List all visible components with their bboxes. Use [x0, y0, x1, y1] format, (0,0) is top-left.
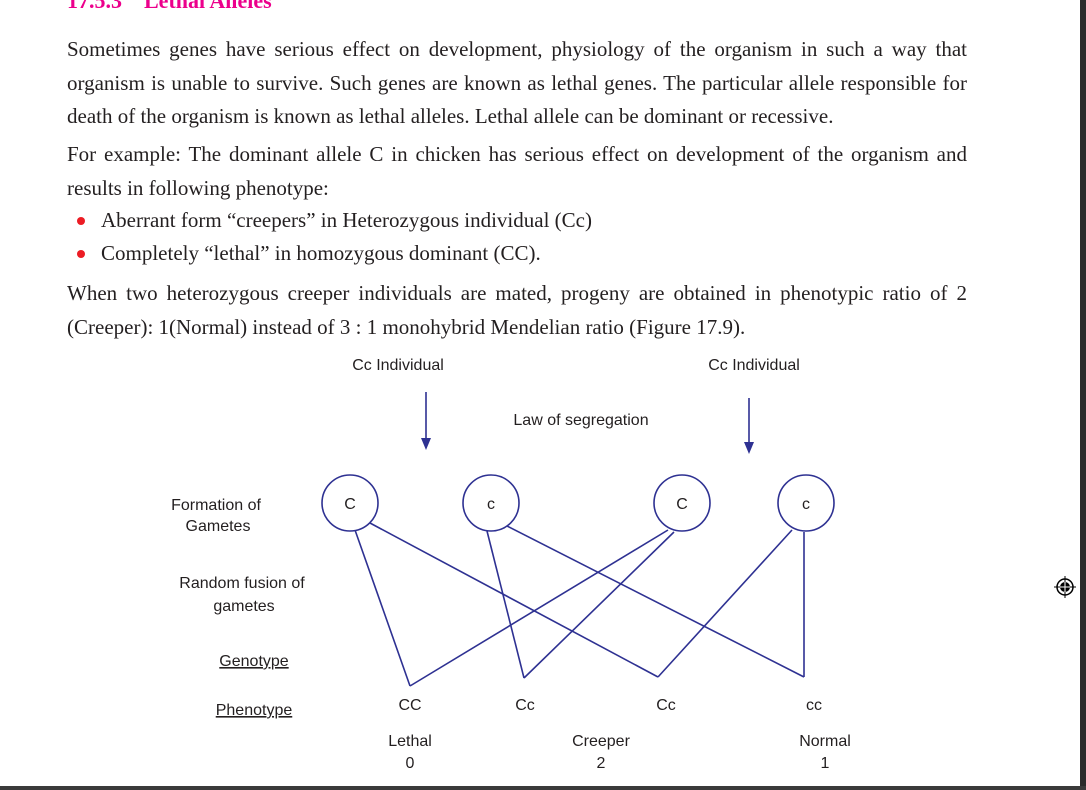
gamete-label: C [676, 496, 688, 513]
law-label: Law of segregation [513, 412, 648, 429]
gamete-circle [653, 474, 711, 532]
bullet-item: Completely “lethal” in homozygous domina… [75, 237, 592, 270]
phenotype-count: 1 [821, 755, 830, 772]
gamete-label: C [344, 496, 356, 513]
paragraph-intro: Sometimes genes have serious effect on d… [67, 37, 967, 128]
section-heading: 17.5.3 Lethal Alleles [67, 0, 272, 13]
fusion-line [409, 529, 669, 687]
row-label-fusion: gametes [213, 598, 274, 615]
row-label-gametes: Gametes [186, 518, 251, 535]
crosshair-target-icon [1054, 576, 1076, 598]
parent-right-label: Cc Individual [708, 357, 800, 374]
row-label-gametes: Formation of [171, 497, 261, 514]
fusion-line [523, 531, 675, 679]
bullet-list: Aberrant form “creepers” in Heterozygous… [75, 204, 592, 270]
arrow-down-icon [421, 438, 431, 450]
gamete-circle [462, 474, 520, 532]
arrow-down-icon [744, 442, 754, 454]
fusion-line [657, 529, 793, 678]
phenotype-name: Normal [799, 733, 851, 750]
gamete-circle [777, 474, 835, 532]
fusion-line [354, 529, 411, 687]
row-label-fusion: Random fusion of [179, 575, 305, 592]
genotype-label: cc [806, 697, 822, 714]
paragraph-ratio: When two heterozygous creeper individual… [67, 281, 967, 339]
phenotype-name: Lethal [388, 733, 432, 750]
gamete-circle [321, 474, 379, 532]
genotype-label: CC [398, 697, 421, 714]
genotype-label: Cc [656, 697, 676, 714]
fusion-line [486, 530, 525, 679]
page-bottom-edge [0, 786, 1086, 790]
phenotype-count: 0 [406, 755, 415, 772]
gamete-label: c [802, 496, 810, 513]
parent-left-label: Cc Individual [352, 357, 444, 374]
gamete-label: c [487, 496, 495, 513]
phenotype-name: Creeper [572, 733, 630, 750]
row-label-genotype: Genotype [219, 653, 288, 670]
phenotype-count: 2 [597, 755, 606, 772]
row-label-phenotype: Phenotype [216, 702, 293, 719]
fusion-lines [354, 522, 805, 687]
fusion-line [369, 522, 659, 678]
paragraph-example: For example: The dominant allele C in ch… [67, 142, 967, 200]
genotype-label: Cc [515, 697, 535, 714]
fusion-line [504, 524, 805, 678]
bullet-item: Aberrant form “creepers” in Heterozygous… [75, 204, 592, 237]
page-right-edge [1080, 0, 1086, 790]
